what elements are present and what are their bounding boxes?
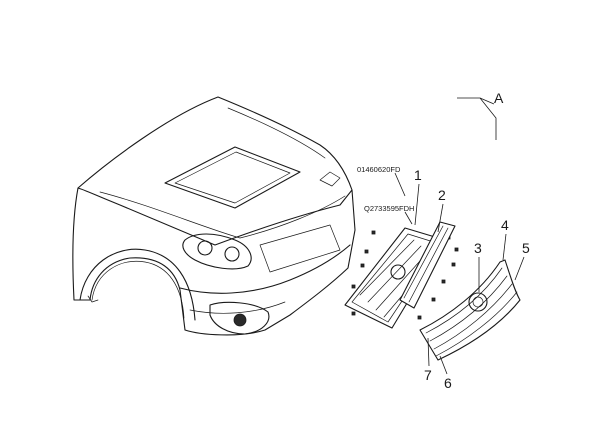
hood-front-edge [99, 191, 346, 239]
callout-7: 7 [424, 367, 432, 383]
wheel-arch-inner [91, 260, 185, 319]
callout-5: 5 [522, 240, 530, 256]
sunroof-frame [164, 146, 301, 209]
fog-lamp-lens [233, 313, 247, 327]
bumper-lower-edge [189, 301, 286, 314]
part-number-labels: 01460620FD Q2733595FDH [357, 165, 414, 225]
vehicle-front-body [72, 96, 356, 336]
mounting-clips [351, 230, 459, 320]
headlight-housing [182, 233, 252, 270]
fog-lamp-housing [209, 301, 270, 335]
part-number-1: 01460620FD [357, 165, 401, 174]
callout-labels: 1 2 3 4 5 6 7 [414, 167, 530, 391]
hood-crease-line [227, 107, 326, 159]
view-marker-label: A [494, 90, 504, 106]
callout-6: 6 [444, 375, 452, 391]
front-bumper [179, 244, 351, 294]
wheel-arch [79, 248, 196, 321]
fender-detail [87, 295, 99, 303]
grille-emblem-mount [390, 264, 406, 280]
front-fascia [72, 187, 356, 336]
headlight-lens-right [224, 246, 240, 262]
callout-2: 2 [438, 187, 446, 203]
sunroof-glass [174, 151, 291, 204]
grille-mesh [399, 221, 456, 309]
grille-emblem [468, 292, 488, 312]
callout-4: 4 [501, 217, 509, 233]
callout-1: 1 [414, 167, 422, 183]
front-grille-assembly [419, 259, 521, 361]
headlight-lens-left [197, 240, 213, 256]
hood-latch-detail [319, 171, 341, 187]
callout-3: 3 [474, 240, 482, 256]
view-marker: A [457, 90, 504, 140]
hood-panel [77, 96, 353, 246]
part-number-2: Q2733595FDH [364, 204, 414, 213]
grille-opening [259, 224, 341, 273]
